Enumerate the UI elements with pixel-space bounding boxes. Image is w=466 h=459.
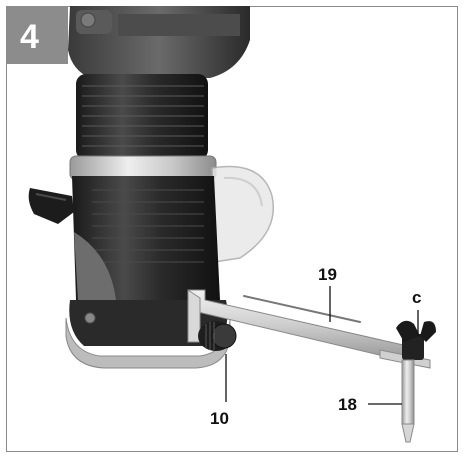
router-top-housing [68,6,250,78]
guide-locking-knob [198,321,237,351]
router-motor-body [76,74,208,160]
clamp-lever [28,188,75,224]
callout-label-18: 18 [338,395,357,414]
wing-bolt [396,320,436,360]
dust-extraction-port [211,165,274,263]
centering-pin [401,359,415,443]
callout-label-19: 19 [318,265,337,284]
callout-label-10: 10 [210,409,229,428]
callout-leaders [225,286,419,405]
callout-label-c: c [412,288,422,307]
figure-number-badge: 4 [6,6,68,64]
